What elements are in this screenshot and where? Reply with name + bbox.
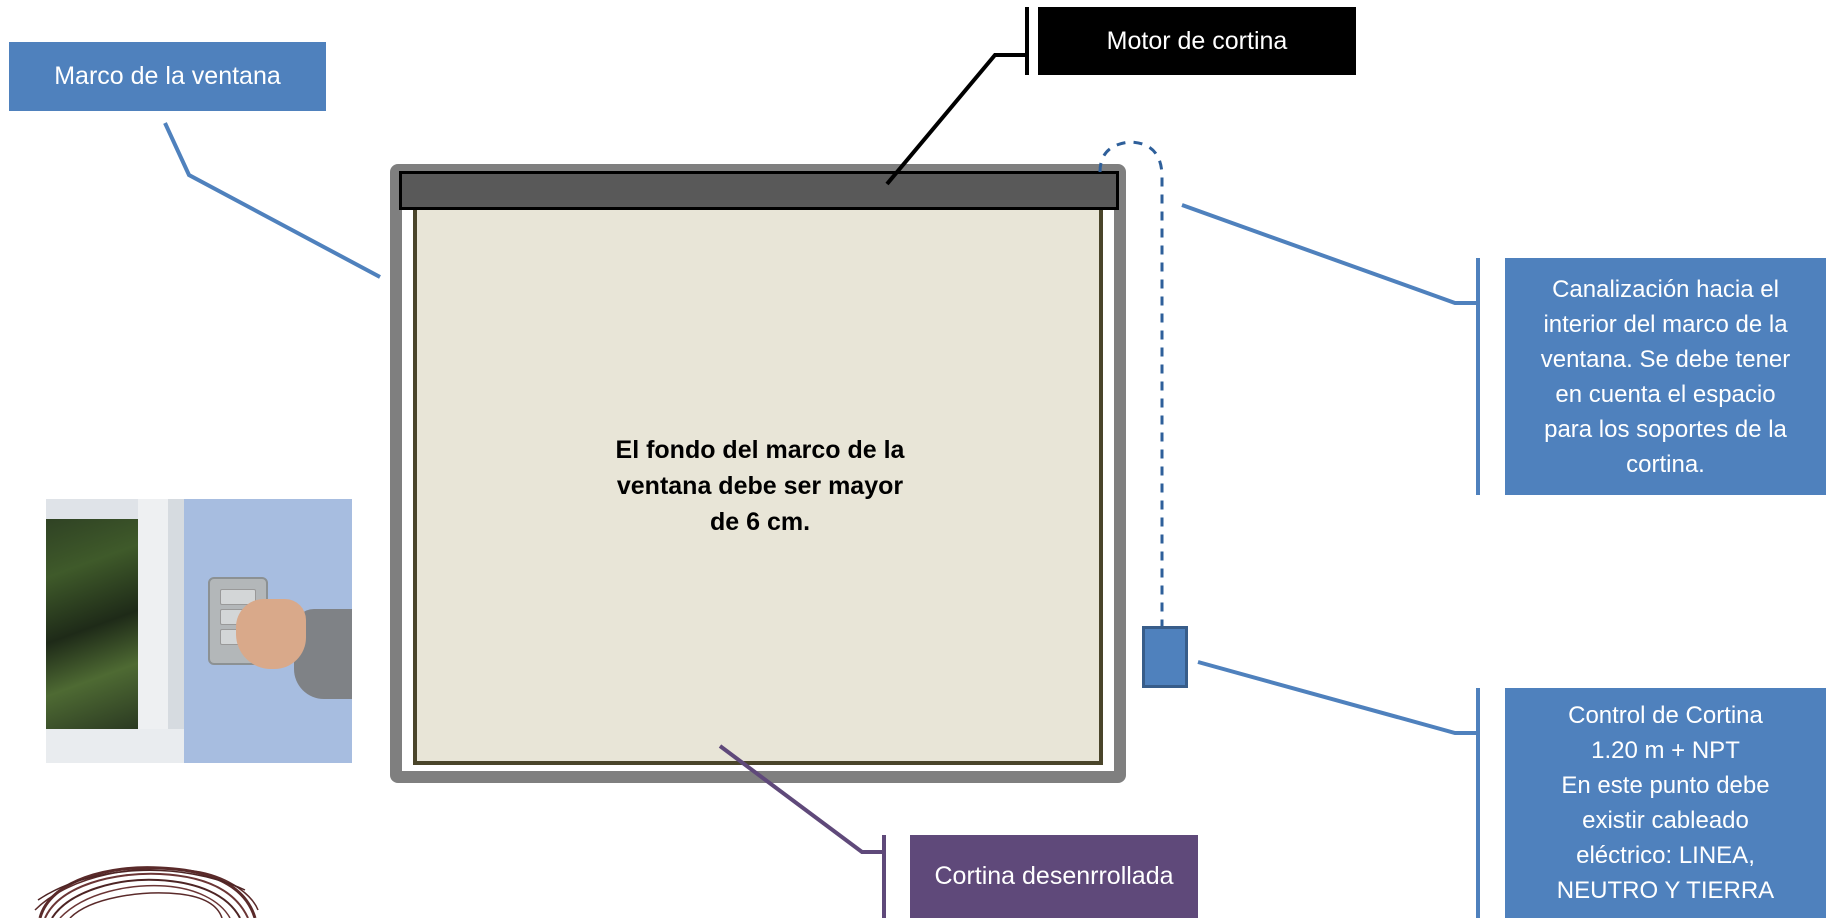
photo-window-frame-top: [46, 499, 138, 519]
motor-leader-line: [885, 53, 1027, 186]
photo-window-sill: [46, 729, 184, 763]
cortina-leader-line: [718, 744, 884, 854]
scribble-decoration: [34, 866, 259, 918]
marco-callout: Marco de la ventana: [9, 42, 326, 111]
wall-switch-photo: [46, 499, 352, 763]
photo-switch-button-1: [220, 589, 256, 605]
frame-depth-note: El fondo del marco de la ventana debe se…: [615, 436, 905, 536]
photo-hand: [236, 599, 306, 669]
photo-window-glass: [46, 499, 138, 729]
photo-window-frame: [138, 499, 168, 763]
canalizacion-callout: Canalización hacia el interior del marco…: [1505, 258, 1826, 495]
control-callout: Control de Cortina 1.20 m + NPT En este …: [1505, 688, 1826, 918]
control-leader-line: [1197, 660, 1478, 735]
marco-leader-line: [163, 122, 381, 279]
motor-callout: Motor de cortina: [1038, 7, 1356, 75]
curtain-control-box: [1142, 626, 1188, 688]
canalizacion-leader-line: [1181, 203, 1478, 305]
photo-window-frame-shadow: [168, 499, 184, 763]
canalization-dashed-line: [1098, 140, 1164, 626]
unrolled-curtain: [413, 205, 1103, 765]
cortina-callout: Cortina desenrrollada: [910, 835, 1198, 918]
curtain-motor-bar: [399, 171, 1119, 210]
